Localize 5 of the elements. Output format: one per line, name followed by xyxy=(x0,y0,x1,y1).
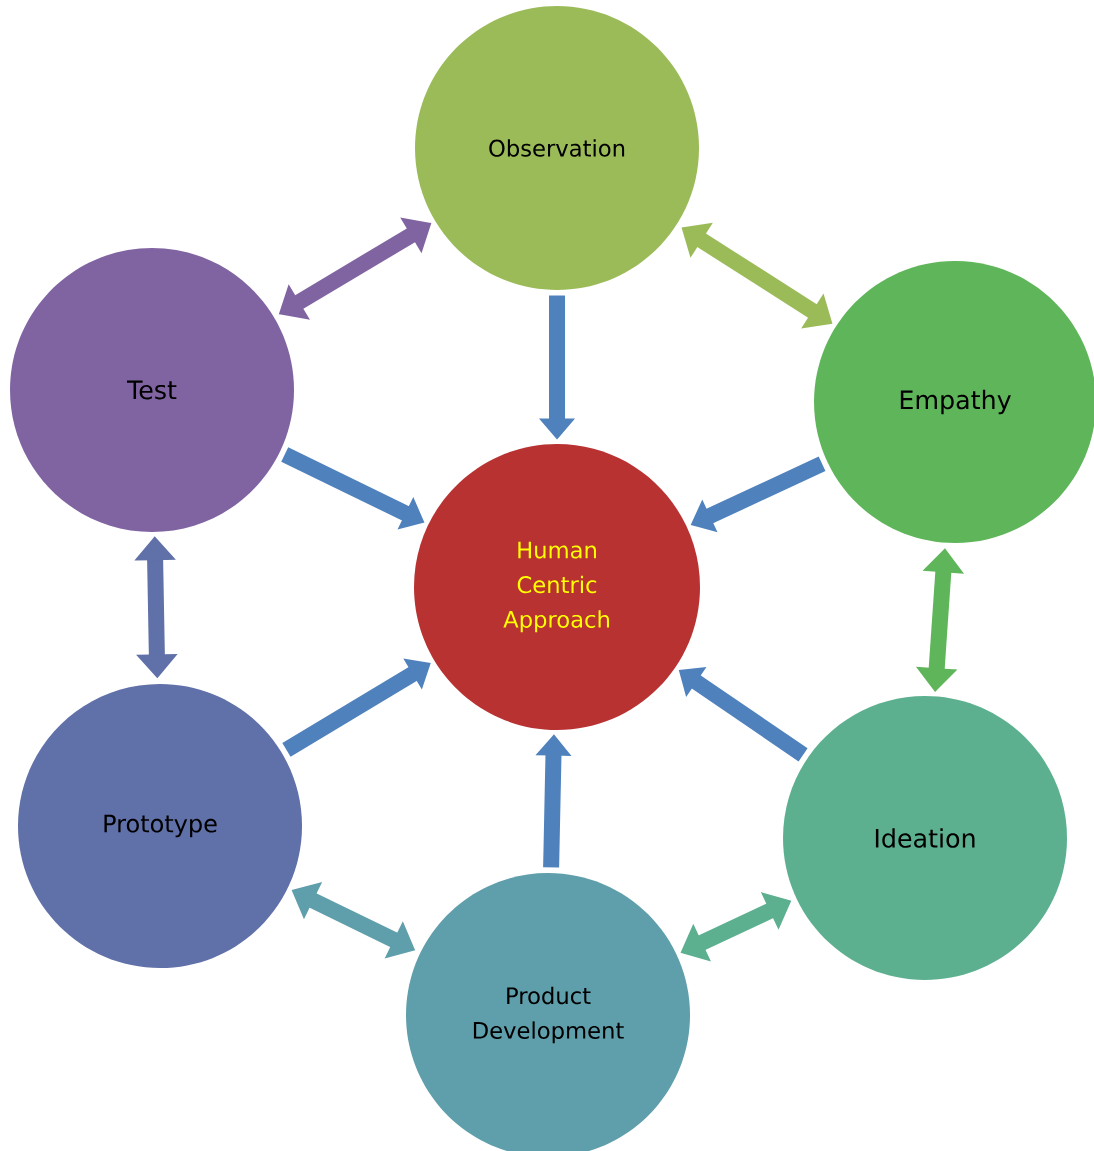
circle-node: Test xyxy=(10,248,294,532)
circle-node: Prototype xyxy=(18,684,302,968)
circle-node: Ideation xyxy=(783,696,1067,980)
circle-node: Observation xyxy=(415,6,699,290)
circle-node: Human Centric Approach xyxy=(414,444,700,730)
